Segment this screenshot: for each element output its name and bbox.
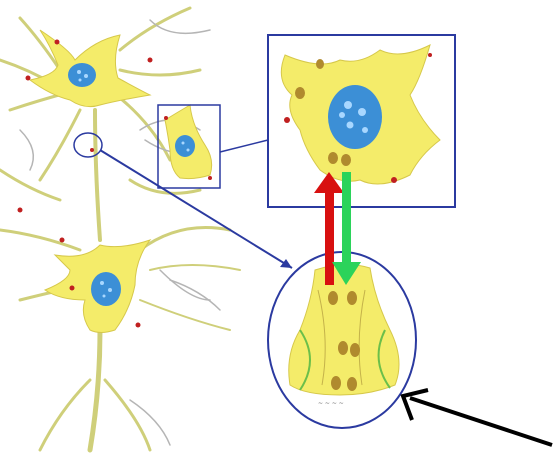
nucleus-bottom bbox=[91, 272, 121, 306]
nucleus-middle bbox=[175, 135, 195, 157]
green-arrow-shaft bbox=[342, 172, 351, 264]
selection-circle bbox=[74, 133, 102, 157]
connector-to-inset bbox=[220, 140, 268, 152]
dendrite-network bbox=[0, 8, 240, 450]
neuron-middle bbox=[158, 105, 220, 188]
inset-nucleus bbox=[328, 85, 382, 149]
inset-magnified-cell bbox=[268, 35, 455, 207]
nucleus-top bbox=[68, 63, 96, 87]
red-arrow-shaft bbox=[325, 190, 334, 285]
synapse-caption: ~ ~ ~ ~ bbox=[318, 400, 344, 407]
pointer-arrow bbox=[403, 390, 552, 445]
